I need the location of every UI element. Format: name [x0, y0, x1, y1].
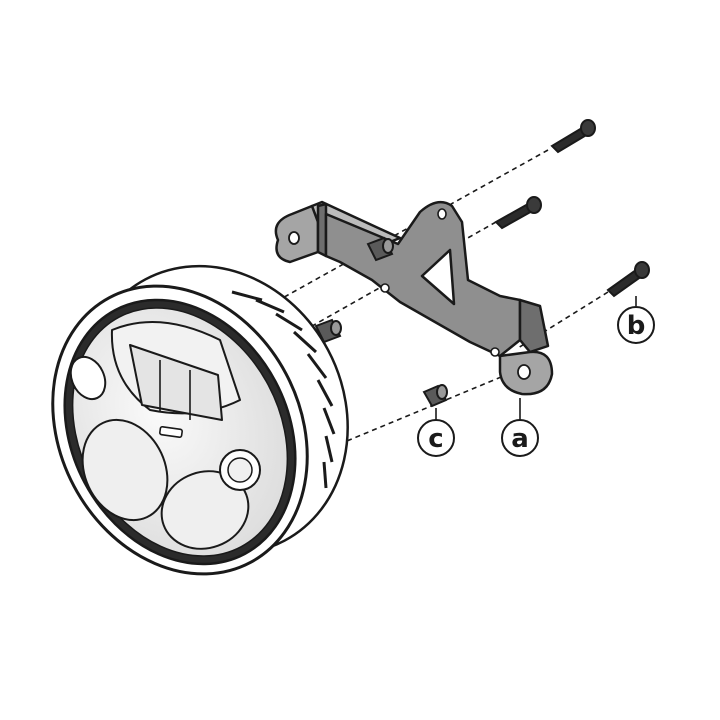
- bracket-hole-top: [288, 231, 300, 245]
- callout-a: a: [501, 419, 539, 457]
- spacer-middle: [314, 318, 342, 344]
- bolt-middle: [494, 196, 542, 230]
- callout-a-label: a: [511, 424, 529, 454]
- bracket-cutout: [420, 248, 456, 306]
- bracket-hole-upper: [437, 208, 447, 220]
- lens-small-left: [69, 355, 107, 401]
- bracket-hole-lower: [517, 364, 531, 380]
- lens-lower-left: [81, 418, 169, 522]
- callout-b-label: b: [627, 311, 646, 341]
- alignment-line-top: [269, 149, 549, 306]
- spacers: [314, 236, 448, 408]
- bolt-top: [550, 119, 596, 154]
- bracket-hole-left: [380, 283, 390, 293]
- bolts: [494, 119, 650, 298]
- bolt-right: [606, 261, 650, 298]
- bracket-body: [324, 200, 522, 358]
- callout-b: b: [617, 306, 655, 344]
- spacer-upper: [366, 236, 394, 262]
- bracket-hole-right: [490, 347, 500, 357]
- callout-leaders: [435, 296, 637, 420]
- headlight: [51, 264, 349, 576]
- led-chip: [159, 425, 183, 439]
- heat-sink-fins: [231, 290, 336, 489]
- spacer-lower: [422, 384, 448, 408]
- callout-c-label: c: [428, 424, 443, 454]
- callout-c: c: [417, 419, 455, 457]
- reflector-upper-band: [129, 344, 223, 421]
- alignment-line-lower: [329, 369, 519, 449]
- lens-lower-center: [160, 470, 250, 550]
